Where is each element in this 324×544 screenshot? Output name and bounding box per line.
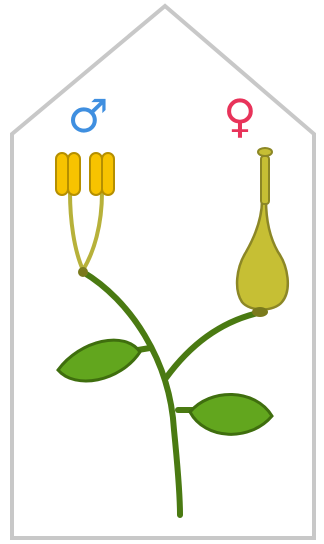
left-anther-lobe-b [68, 153, 80, 195]
left-filament [70, 192, 83, 270]
pistil [237, 148, 288, 317]
right-anther-lobe-a [90, 153, 102, 195]
style [261, 156, 269, 204]
left-leaf [58, 340, 140, 381]
main-stem [83, 272, 180, 515]
female-branch [166, 313, 258, 378]
right-leaf [190, 394, 272, 434]
right-filament [83, 192, 102, 270]
stamen-receptacle [78, 267, 88, 277]
pistil-receptacle [252, 307, 268, 317]
right-anther-lobe-b [102, 153, 114, 195]
male-symbol: ♂ [67, 89, 108, 143]
left-anther-lobe-a [56, 153, 68, 195]
stigma [258, 148, 272, 156]
ovary [237, 200, 288, 310]
female-symbol: ♀ [223, 89, 257, 143]
stamen [56, 153, 114, 277]
